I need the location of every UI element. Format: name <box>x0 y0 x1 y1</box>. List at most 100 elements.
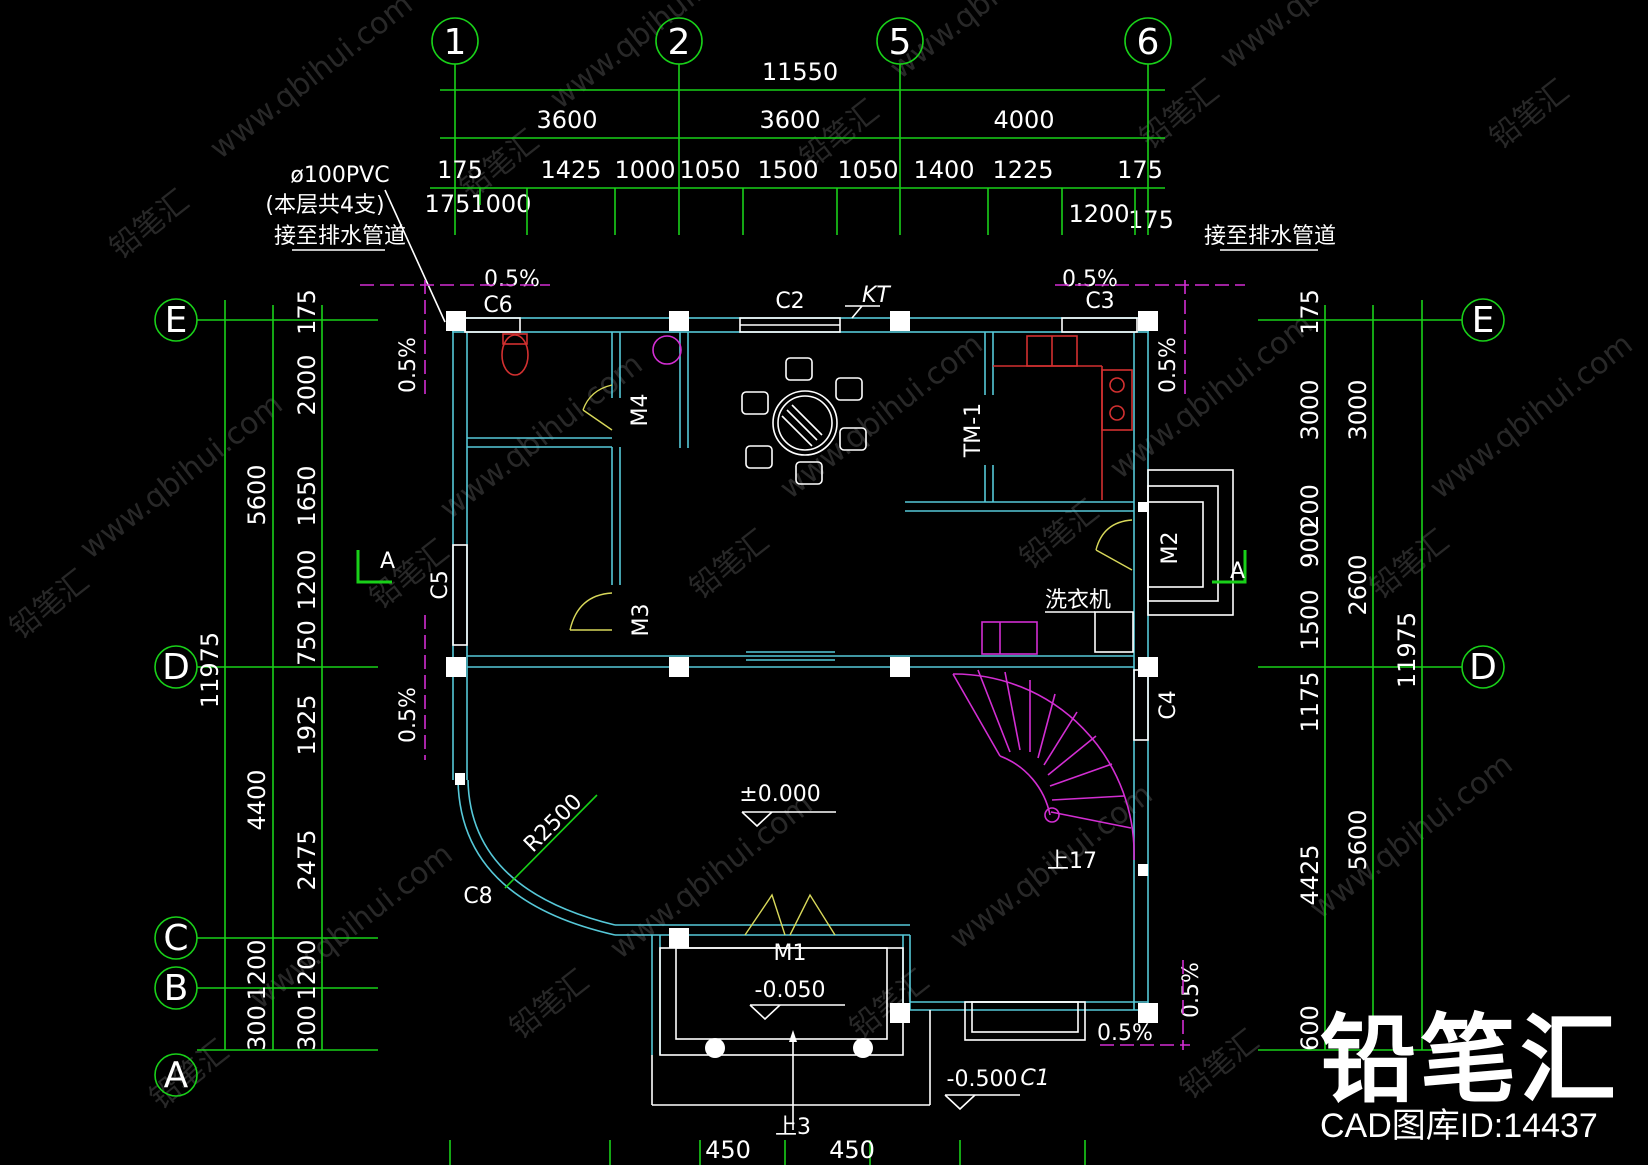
dim-detail: 900 <box>1296 522 1324 568</box>
watermark-text: www.qbihui.com <box>1213 0 1429 76</box>
door-label: M4 <box>628 394 653 427</box>
dim-detail: 1751000 <box>425 190 532 218</box>
stair-up-label: 上17 <box>1047 849 1097 874</box>
axis-label: 5 <box>889 22 912 63</box>
dim-detail: 1175 <box>1296 671 1324 732</box>
dim-detail: 750 <box>293 620 321 666</box>
axis-label: A <box>164 1055 189 1096</box>
dim-group: 2600 <box>1344 554 1372 615</box>
axis-label: 6 <box>1137 22 1160 63</box>
dim-detail: 1650 <box>293 465 321 526</box>
dim-group: 3000 <box>1344 379 1372 440</box>
dim-bay: 3600 <box>759 106 820 134</box>
chair-icon <box>839 427 867 451</box>
watermark-text: 铅笔汇 <box>103 183 195 266</box>
dim-detail: 175 <box>437 156 483 184</box>
dim-detail: 200 <box>1296 484 1324 530</box>
window-label: C3 <box>1085 289 1114 314</box>
slope-note: 0.5% <box>1156 337 1181 393</box>
front-porch: 上3 <box>651 947 931 1140</box>
dim-detail: 300 <box>243 1005 271 1051</box>
slope-note: 0.5% <box>1062 267 1118 292</box>
watermark-text: 铅笔汇 <box>143 1033 235 1116</box>
left-dimensions: 11975 5600 4400 175 2000 1650 1200 750 1… <box>196 289 323 1051</box>
axis-label: D <box>162 647 190 688</box>
slope-note: 0.5% <box>1097 1021 1153 1046</box>
sliding-door-label: TM-1 <box>961 403 986 458</box>
dim-detail: 1000 <box>614 156 675 184</box>
dim-detail: 175 <box>293 289 321 335</box>
axis-label: C <box>163 918 188 959</box>
windows: C6 C2 C3 C5 C4 C8 C1 KT <box>428 283 1181 1091</box>
dim-detail: 4425 <box>1296 844 1324 905</box>
chair-icon <box>795 461 823 485</box>
axis-label: 2 <box>668 22 691 63</box>
radius-annotation: R2500 <box>504 789 598 889</box>
pipe-count: (本层共4支) <box>265 193 384 218</box>
watermark-text: www.qbihui.com <box>773 327 989 507</box>
watermark-text: 铅笔汇 <box>1363 523 1455 606</box>
doors: M4 M3 M2 M1 TM-1 <box>569 384 1183 966</box>
dim-detail: 450 <box>829 1136 875 1164</box>
slope-note: 0.5% <box>396 337 421 393</box>
window-label: C5 <box>428 570 453 599</box>
kt-label: KT <box>862 283 891 308</box>
watermark-text: www.qbihui.com <box>603 787 819 967</box>
toilet-icon <box>501 334 529 376</box>
dim-detail: 1200 <box>1068 200 1129 228</box>
level-main: ±0.000 <box>739 782 820 807</box>
watermark-text: www.qbihui.com <box>883 0 1099 86</box>
brand-logo: 铅笔汇 <box>1320 1003 1620 1116</box>
cad-library-id: CAD图库ID:14437 <box>1320 1106 1598 1145</box>
door-label: M2 <box>1158 532 1183 565</box>
watermark-brand: 铅笔汇 CAD图库ID:14437 <box>1320 1012 1620 1145</box>
axis-label: E <box>1472 300 1495 341</box>
chair-icon <box>745 445 773 469</box>
window-label: C6 <box>483 293 512 318</box>
watermark-text: 铅笔汇 <box>843 963 935 1046</box>
section-label: A <box>1230 559 1245 584</box>
window-label: C4 <box>1156 690 1181 719</box>
spiral-stair: 上17 <box>952 669 1135 874</box>
axis-label: D <box>1469 647 1497 688</box>
dim-detail: 300 <box>293 1005 321 1051</box>
axis-label: 1 <box>444 22 467 63</box>
watermark-text: www.qbihui.com <box>1103 307 1319 487</box>
top-dimensions: 11550 3600 3600 4000 175 1425 1000 1050 … <box>425 58 1174 235</box>
door-label: M3 <box>629 604 654 637</box>
watermark-text: 铅笔汇 <box>3 563 95 646</box>
watermark-text: 铅笔汇 <box>1483 73 1575 156</box>
chair-icon <box>741 391 769 415</box>
chair-icon <box>785 357 813 381</box>
dim-group: 5600 <box>1344 809 1372 870</box>
window-label: C1 <box>1020 1066 1049 1091</box>
drain-note: 接至排水管道 <box>274 224 406 249</box>
dim-group: 4400 <box>243 769 271 830</box>
pipe-spec: ø100PVC <box>290 163 389 188</box>
dining-table-icon <box>772 390 838 456</box>
watermark-text: www.qbihui.com <box>1303 747 1519 927</box>
dim-detail: 1500 <box>1296 589 1324 650</box>
door-label: M1 <box>774 941 807 966</box>
level-step: -0.500 <box>947 1067 1018 1092</box>
dim-detail: 1050 <box>837 156 898 184</box>
stove-icon <box>1101 369 1133 431</box>
chair-icon <box>835 377 863 401</box>
side-axis-bubbles: E D C B A E D <box>154 298 1505 1097</box>
dim-detail: 1200 <box>293 549 321 610</box>
dim-detail: 1200 <box>243 939 271 1000</box>
dim-detail: 3000 <box>1296 379 1324 440</box>
washer-label: 洗衣机 <box>1045 588 1111 613</box>
section-marks: A A <box>356 549 1247 584</box>
dim-overall: 11975 <box>196 632 224 708</box>
watermark-text: www.qbihui.com <box>433 347 649 527</box>
dim-detail: 1400 <box>913 156 974 184</box>
dim-detail: 2000 <box>293 354 321 415</box>
dim-overall: 11975 <box>1393 612 1421 688</box>
watermark-text: 铅笔汇 <box>683 523 775 606</box>
dim-detail: 1500 <box>757 156 818 184</box>
dim-detail: 175 <box>1117 156 1163 184</box>
dim-detail: 450 <box>705 1136 751 1164</box>
columns <box>446 311 1158 1023</box>
